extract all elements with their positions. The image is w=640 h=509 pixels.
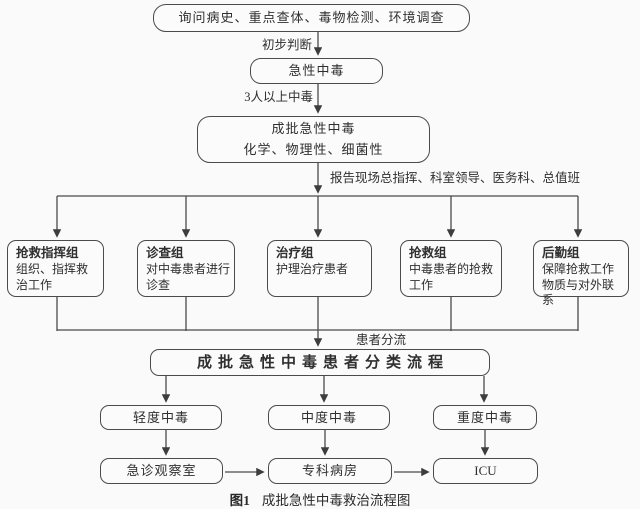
node-group-rescue: 抢救组 中毒患者的抢救工作 — [400, 240, 502, 297]
group-title: 抢救指挥组 — [16, 246, 79, 260]
flow-label-three-or-more: 3人以上中毒 — [244, 90, 313, 104]
group-title: 后勤组 — [542, 246, 580, 260]
node-icu: ICU — [433, 458, 538, 484]
node-mild-poisoning: 轻度中毒 — [100, 405, 222, 430]
node-specialty-ward: 专科病房 — [268, 458, 392, 484]
flow-label-triage: 患者分流 — [356, 333, 407, 347]
group-title: 治疗组 — [276, 246, 314, 260]
node-group-logistics: 后勤组 保障抢救工作物质与对外联系 — [533, 240, 629, 307]
group-title: 诊查组 — [146, 246, 184, 260]
figure-caption: 图1 成批急性中毒救治流程图 — [0, 489, 640, 509]
node-moderate-poisoning: 中度中毒 — [268, 405, 390, 430]
group-desc: 对中毒患者进行诊查 — [146, 262, 231, 292]
node-severe-poisoning: 重度中毒 — [433, 405, 537, 430]
group-title: 抢救组 — [409, 246, 447, 260]
node-acute-poisoning: 急性中毒 — [250, 58, 383, 84]
figure-caption-text: 成批急性中毒救治流程图 — [261, 493, 411, 508]
node-group-diagnosis: 诊查组 对中毒患者进行诊查 — [137, 240, 235, 297]
node-mass-acute-poisoning: 成批急性中毒 化学、物理性、细菌性 — [197, 116, 430, 163]
node-group-treatment: 治疗组 护理治疗患者 — [267, 240, 372, 297]
mass-poisoning-types: 化学、物理性、细菌性 — [243, 141, 384, 157]
group-desc: 保障抢救工作物质与对外联系 — [542, 262, 615, 308]
group-desc: 组织、指挥救治工作 — [16, 262, 89, 292]
group-desc: 护理治疗患者 — [276, 262, 349, 277]
node-er-observation-room: 急诊观察室 — [100, 458, 223, 484]
flow-label-initial-judgment: 初步判断 — [261, 38, 312, 52]
node-classification-process: 成批急性中毒患者分类流程 — [150, 349, 490, 376]
figure-caption-number: 图1 — [229, 493, 250, 508]
group-desc: 中毒患者的抢救工作 — [409, 262, 494, 292]
node-group-command: 抢救指挥组 组织、指挥救治工作 — [7, 240, 104, 297]
flow-label-report: 报告现场总指挥、科室领导、医务科、总值班 — [330, 171, 581, 185]
node-inquiry-exam: 询问病史、重点查体、毒物检测、环境调查 — [153, 4, 470, 32]
mass-poisoning-title: 成批急性中毒 — [271, 121, 356, 137]
